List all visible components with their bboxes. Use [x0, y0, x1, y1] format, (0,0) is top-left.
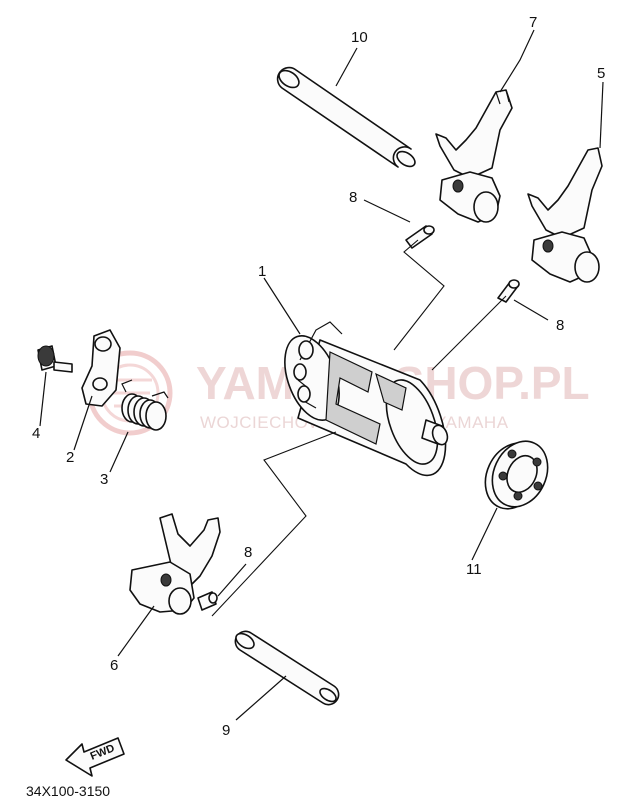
callout-8-right: 8 — [556, 317, 564, 334]
callouts: 10 7 5 8 8 1 11 8 6 9 4 2 3 — [32, 14, 605, 739]
part-3-spring — [121, 379, 169, 431]
callout-7: 7 — [529, 14, 537, 31]
callout-9: 9 — [222, 722, 230, 739]
forward-arrow: FWD — [65, 737, 125, 777]
part-6-shift-fork — [129, 513, 221, 615]
part-8-pin-upper — [405, 225, 435, 249]
assembly-guide-lines — [211, 239, 507, 617]
callout-5: 5 — [597, 65, 605, 82]
part-9-guide-bar — [234, 630, 340, 706]
callout-leaders — [39, 29, 604, 721]
part-10-guide-bar — [276, 66, 416, 168]
callout-6: 6 — [110, 657, 118, 674]
callout-1: 1 — [258, 263, 266, 280]
part-11-bearing — [484, 440, 549, 510]
callout-10: 10 — [351, 29, 368, 46]
part-7-shift-fork — [435, 89, 513, 223]
part-4-bolt — [37, 345, 73, 373]
diagram-code: 34X100-3150 — [26, 783, 110, 799]
callout-11: 11 — [466, 561, 482, 578]
callout-8-lower: 8 — [244, 544, 252, 561]
part-8-pin-lower — [197, 591, 218, 611]
part-2-stopper-plate — [81, 329, 121, 407]
part-8-pin-right — [497, 279, 520, 303]
part-1-shift-drum — [284, 321, 449, 477]
callout-4: 4 — [32, 425, 40, 442]
callout-8-upper: 8 — [349, 189, 357, 206]
callout-2: 2 — [66, 449, 74, 466]
callout-3: 3 — [100, 471, 108, 488]
part-5-shift-fork — [527, 147, 603, 283]
